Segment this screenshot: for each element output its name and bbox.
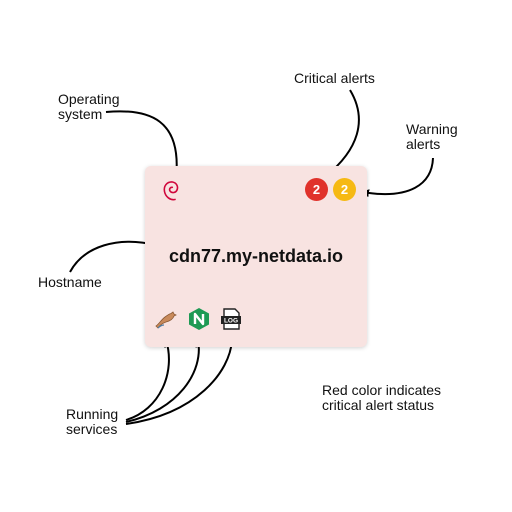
log-icon[interactable]: LOG — [219, 307, 243, 331]
warning-alerts-label: Warning alerts — [406, 121, 458, 152]
arrow-hostname — [69, 239, 157, 273]
warning-alerts-badge[interactable]: 2 — [333, 178, 356, 201]
operating-system-label: Operating system — [58, 91, 120, 122]
debian-icon — [163, 181, 179, 201]
arrow-critical-alerts — [325, 89, 360, 177]
node-card[interactable]: 2 2 cdn77.my-netdata.io LOG — [145, 166, 367, 347]
critical-status-note: Red color indicates critical alert statu… — [322, 382, 442, 413]
arrow-warning-alerts — [361, 157, 434, 198]
critical-alerts-badge[interactable]: 2 — [305, 178, 328, 201]
arrow-service-mysql — [125, 339, 172, 421]
running-services-label: Running services — [66, 406, 119, 437]
mysql-dolphin-icon[interactable] — [154, 307, 178, 331]
arrow-service-log — [125, 339, 236, 425]
nginx-icon[interactable] — [187, 307, 211, 331]
hostname-label: Hostname — [38, 274, 102, 290]
svg-text:LOG: LOG — [224, 318, 238, 325]
critical-alerts-label: Critical alerts — [294, 70, 375, 86]
hostname: cdn77.my-netdata.io — [168, 246, 344, 266]
arrow-operating-system — [105, 110, 181, 179]
arrow-service-nginx — [125, 339, 204, 423]
